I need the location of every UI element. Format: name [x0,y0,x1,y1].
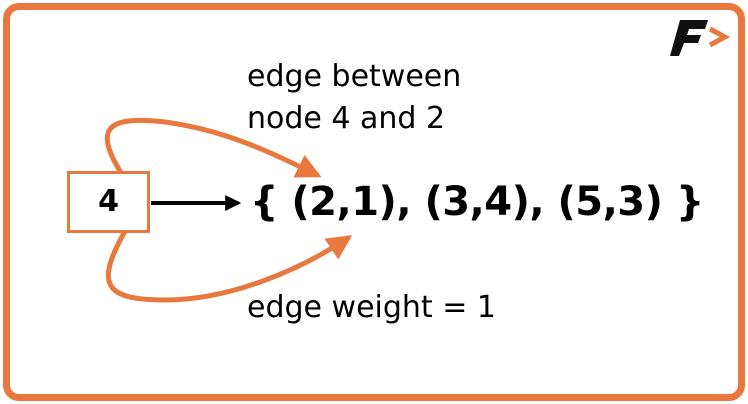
edge-annotation: edge between node 4 and 2 [247,56,461,140]
node-box: 4 [67,171,150,233]
edge-annotation-line-1: edge between [247,59,462,94]
node-label: 4 [98,184,119,219]
weight-annotation-arrow [105,230,353,303]
edge-annotation-line-2: node 4 and 2 [247,101,446,136]
brand-logo-icon [670,20,730,56]
adjacency-list: { (2,1), (3,4), (5,3) } [250,179,704,225]
weight-annotation: edge weight = 1 [247,290,496,325]
edge-annotation-arrow [104,117,322,178]
